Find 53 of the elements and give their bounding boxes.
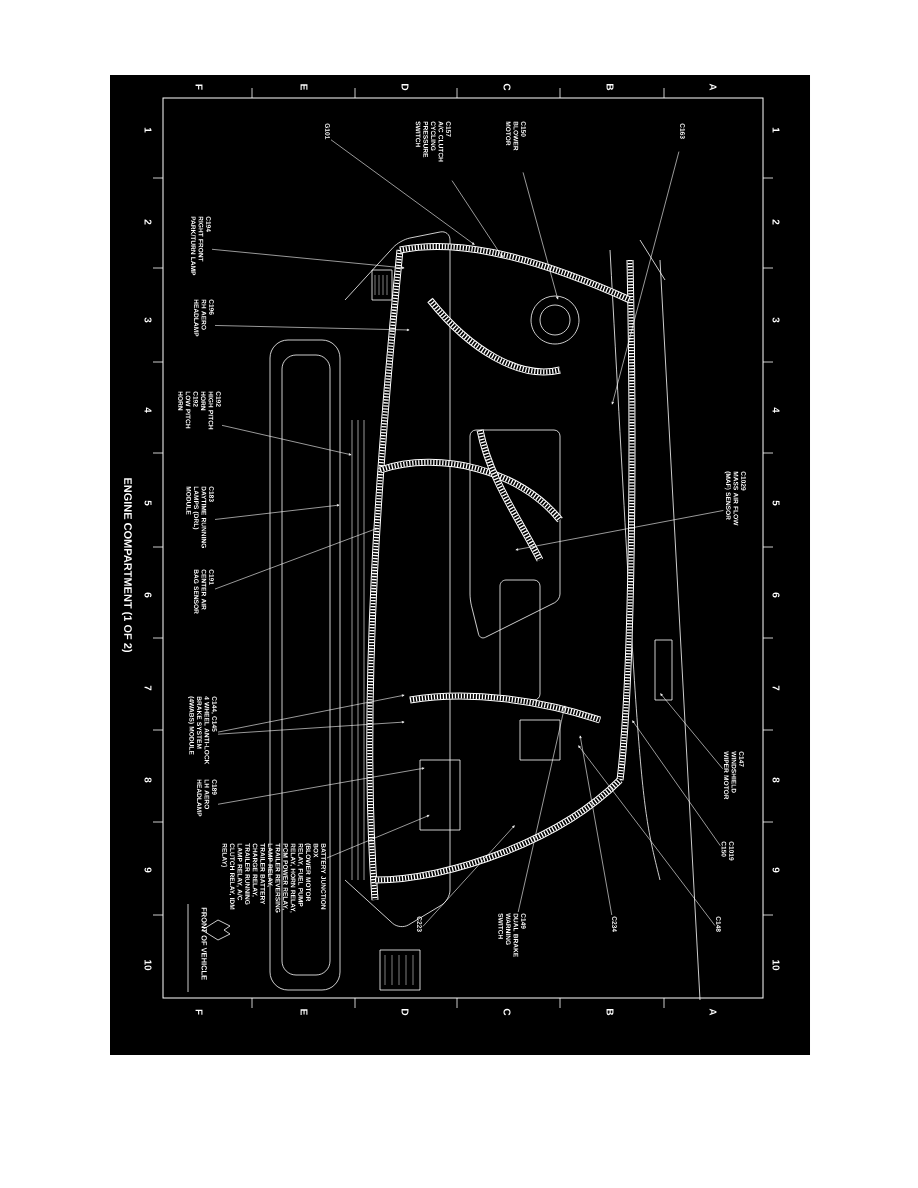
grid-number: 2 <box>772 219 780 225</box>
grid-letter: A <box>709 1008 717 1016</box>
leader-line <box>515 510 724 551</box>
grid-number: 5 <box>144 500 152 506</box>
grid-letter: A <box>709 83 717 91</box>
grid-letter: B <box>606 1009 614 1016</box>
grid-number: 2 <box>144 219 152 225</box>
leader-line <box>217 721 405 735</box>
grid-number: 6 <box>144 592 152 598</box>
grid-number: 7 <box>144 685 152 691</box>
grid-letter: E <box>300 1009 308 1015</box>
grid-number: 3 <box>772 317 780 323</box>
leader-line <box>422 825 515 927</box>
leader-line <box>217 694 405 733</box>
leader-line <box>451 180 503 258</box>
leader-line <box>579 735 613 916</box>
grid-number: 3 <box>144 317 152 323</box>
leader-line <box>211 249 405 269</box>
grid-number: 10 <box>772 960 780 971</box>
grid-number: 7 <box>772 685 780 691</box>
leader-line <box>326 815 430 859</box>
grid-number: 10 <box>144 960 152 971</box>
grid-number: 8 <box>772 777 780 783</box>
grid-letter: D <box>401 1009 409 1016</box>
grid-letter: C <box>503 83 511 91</box>
leader-line <box>214 325 410 332</box>
leader-line <box>214 504 340 520</box>
grid-number: 4 <box>772 407 780 413</box>
leader-line <box>578 745 716 926</box>
leader-line <box>522 172 559 300</box>
grid-letter: F <box>195 1009 203 1015</box>
grid-letter: B <box>606 84 614 91</box>
leader-line <box>214 528 378 590</box>
grid-number: 1 <box>772 127 780 133</box>
title: ENGINE COMPARTMENT (1 OF 2) <box>121 478 133 653</box>
grid-number: 4 <box>144 407 152 413</box>
grid-number: 9 <box>772 867 780 873</box>
grid-letter: D <box>401 84 409 91</box>
leader-line <box>611 151 680 405</box>
leader-line <box>660 693 724 770</box>
leader-line <box>221 425 352 456</box>
grid-number: 5 <box>772 500 780 506</box>
leader-line <box>217 767 425 805</box>
grid-number: 6 <box>772 592 780 598</box>
grid-number: 8 <box>144 777 152 783</box>
grid-letter: E <box>300 84 308 90</box>
grid-number: 9 <box>144 867 152 873</box>
grid-letter: F <box>195 84 203 90</box>
leader-line <box>632 720 721 847</box>
grid-number: 1 <box>144 127 152 133</box>
leader-line <box>517 705 566 913</box>
leader-line <box>330 139 475 245</box>
grid-letter: C <box>503 1008 511 1016</box>
